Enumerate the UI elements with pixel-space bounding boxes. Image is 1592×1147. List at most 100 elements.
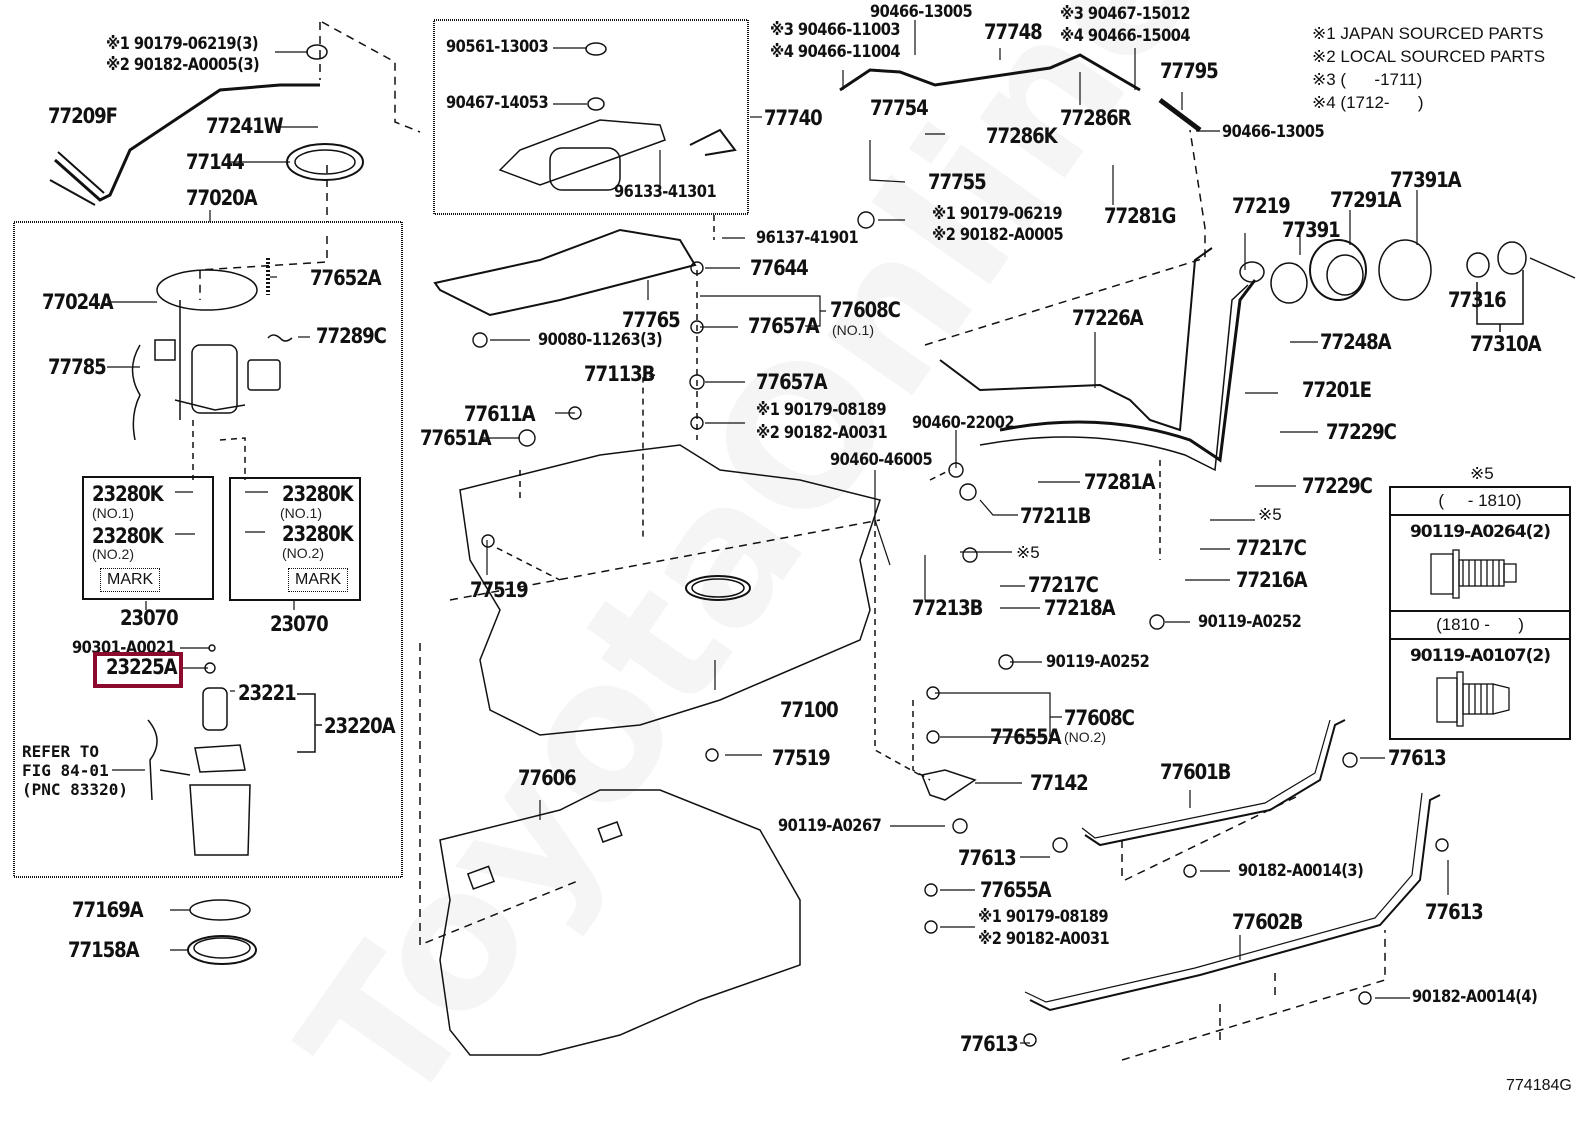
- part-label[interactable]: 23280K: [282, 522, 354, 546]
- part-label[interactable]: 90182-A0014(3): [1238, 861, 1364, 881]
- part-label[interactable]: 77651A: [420, 426, 492, 450]
- part-label[interactable]: 77613: [958, 846, 1017, 870]
- part-label[interactable]: ※2 90182-A0005: [932, 225, 1064, 245]
- part-label[interactable]: 77289C: [316, 324, 387, 348]
- part-label[interactable]: 90460-46005: [830, 450, 933, 470]
- part-label[interactable]: 77226A: [1072, 306, 1144, 330]
- part-label[interactable]: 77209F: [48, 104, 118, 128]
- part-label[interactable]: 77601B: [1160, 760, 1231, 784]
- pump-assembly-frame: [13, 221, 403, 878]
- part-label[interactable]: 77657A: [756, 370, 828, 394]
- part-label[interactable]: 90561-13003: [446, 37, 549, 57]
- part-label[interactable]: 77608C: [830, 298, 901, 322]
- part-label[interactable]: ※2 90182-A0031: [756, 423, 888, 443]
- part-label[interactable]: 77310A: [1470, 332, 1542, 356]
- part-label[interactable]: 77169A: [72, 898, 144, 922]
- part-label[interactable]: ※1 90179-08189: [756, 400, 887, 420]
- part-label[interactable]: 90466-13005: [1222, 122, 1325, 142]
- part-label[interactable]: ※1 90179-06219: [932, 204, 1063, 224]
- part-label[interactable]: 77755: [928, 170, 987, 194]
- part-label[interactable]: 77754: [870, 96, 929, 120]
- bolt-part-number[interactable]: 90119-A0264(2): [1409, 522, 1551, 542]
- part-label[interactable]: 77216A: [1236, 568, 1308, 592]
- part-label[interactable]: ※2 90182-A0031: [978, 929, 1110, 949]
- part-label[interactable]: 23070: [270, 612, 329, 636]
- part-label[interactable]: 23280K: [92, 524, 164, 548]
- part-label[interactable]: 77219: [1232, 194, 1291, 218]
- part-label[interactable]: 77248A: [1320, 330, 1392, 354]
- sub-box-a: [82, 476, 214, 600]
- part-label[interactable]: 96137-41901: [756, 228, 859, 248]
- part-label[interactable]: 77606: [518, 766, 577, 790]
- part-label[interactable]: 90119-A0267: [778, 816, 882, 836]
- part-label[interactable]: 77024A: [42, 290, 114, 314]
- part-label[interactable]: ※1 90179-08189: [978, 907, 1109, 927]
- part-label[interactable]: 77211B: [1020, 504, 1091, 528]
- part-label[interactable]: 77613: [1425, 900, 1484, 924]
- part-label[interactable]: ※4 90466-15004: [1060, 26, 1191, 46]
- part-label[interactable]: 77281G: [1104, 204, 1177, 228]
- part-label[interactable]: 77795: [1160, 59, 1219, 83]
- bolt-part-number[interactable]: 90119-A0107(2): [1409, 646, 1551, 666]
- part-label[interactable]: 77519: [772, 746, 831, 770]
- part-label[interactable]: 77655A: [980, 878, 1052, 902]
- part-label[interactable]: 23280K: [282, 482, 354, 506]
- part-label[interactable]: 90467-14053: [446, 93, 549, 113]
- refer-note[interactable]: REFER TO FIG 84-01 (PNC 83320): [22, 742, 128, 799]
- cap-nut: [306, 44, 328, 60]
- part-label[interactable]: ※1 90179-06219(3): [106, 34, 259, 54]
- part-label[interactable]: 77213B: [912, 596, 983, 620]
- part-label[interactable]: 77740: [764, 106, 823, 130]
- part-label[interactable]: 77291A: [1330, 188, 1402, 212]
- part-label[interactable]: 77391: [1282, 218, 1341, 242]
- part-label[interactable]: 77613: [1388, 746, 1447, 770]
- part-label[interactable]: 77316: [1448, 288, 1507, 312]
- part-label[interactable]: 90466-13005: [870, 2, 973, 22]
- part-label[interactable]: 77217C: [1028, 573, 1099, 597]
- part-label[interactable]: 90460-22002: [912, 413, 1015, 433]
- part-label[interactable]: 77217C: [1236, 536, 1307, 560]
- part-label[interactable]: 77113B: [584, 362, 655, 386]
- part-label[interactable]: 77391A: [1390, 168, 1462, 192]
- part-label[interactable]: 96133-41301: [614, 182, 717, 202]
- part-label[interactable]: 23221: [238, 681, 297, 705]
- part-label[interactable]: 77201E: [1302, 378, 1372, 402]
- part-label[interactable]: 77602B: [1232, 910, 1303, 934]
- part-label[interactable]: 77286K: [986, 124, 1058, 148]
- part-label[interactable]: 77241W: [206, 114, 284, 138]
- part-label[interactable]: 77785: [48, 355, 107, 379]
- part-label[interactable]: 90119-A0252: [1046, 652, 1150, 672]
- part-label[interactable]: 77142: [1030, 771, 1089, 795]
- part-label[interactable]: 77519: [470, 578, 529, 602]
- part-label[interactable]: 77218A: [1044, 596, 1116, 620]
- part-label[interactable]: 77229C: [1302, 474, 1373, 498]
- part-label[interactable]: 77020A: [186, 186, 258, 210]
- part-label[interactable]: 77286R: [1060, 106, 1132, 130]
- part-label[interactable]: 77100: [780, 698, 839, 722]
- part-label[interactable]: ※3 90467-15012: [1060, 4, 1191, 24]
- part-sublabel: (NO.1): [280, 505, 322, 521]
- part-label[interactable]: 77765: [622, 308, 681, 332]
- part-label-highlighted[interactable]: 23225A: [106, 655, 178, 679]
- part-label[interactable]: 77158A: [68, 938, 140, 962]
- part-label[interactable]: 77229C: [1326, 420, 1397, 444]
- part-label[interactable]: 77657A: [748, 314, 820, 338]
- part-label[interactable]: 23220A: [324, 714, 396, 738]
- part-label[interactable]: 90080-11263(3): [538, 330, 663, 350]
- part-label[interactable]: 23070: [120, 606, 179, 630]
- part-label[interactable]: 90182-A0014(4): [1412, 987, 1538, 1007]
- part-label[interactable]: 77608C: [1064, 706, 1135, 730]
- part-label[interactable]: 77144: [186, 150, 245, 174]
- part-label[interactable]: 77655A: [990, 725, 1062, 749]
- part-label[interactable]: 77644: [750, 256, 809, 280]
- part-label[interactable]: 77652A: [310, 266, 382, 290]
- part-label[interactable]: ※2 90182-A0005(3): [106, 55, 260, 75]
- part-label[interactable]: 77613: [960, 1032, 1019, 1056]
- part-label[interactable]: 77748: [984, 20, 1043, 44]
- part-label[interactable]: ※4 90466-11004: [770, 42, 901, 62]
- part-label[interactable]: 90119-A0252: [1198, 612, 1302, 632]
- part-label[interactable]: 77281A: [1084, 470, 1156, 494]
- part-label[interactable]: 23280K: [92, 482, 164, 506]
- part-label[interactable]: 77611A: [464, 402, 536, 426]
- part-label[interactable]: ※3 90466-11003: [770, 20, 901, 40]
